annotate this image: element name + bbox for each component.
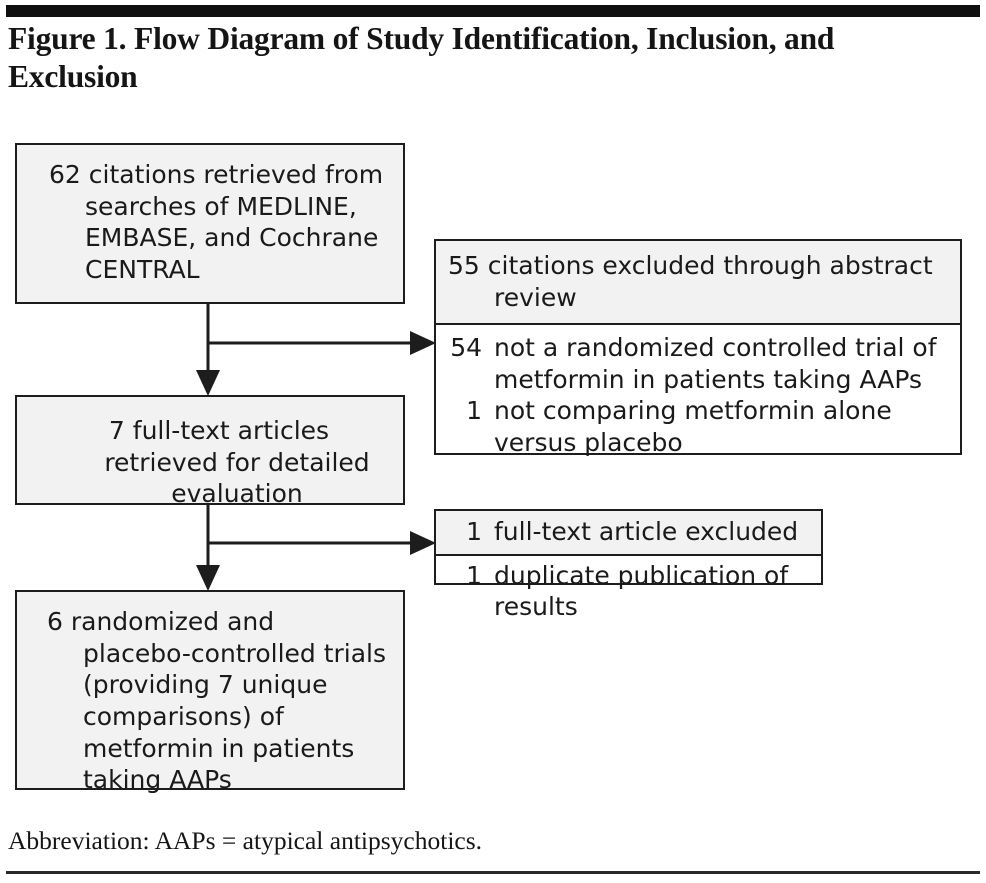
panel-abstract-exclusions-header: 55 citations excluded through abstract r… [436,241,960,325]
exclusion-item-reason: duplicate publication of results [494,560,789,622]
exclusion-item-count: 54 [450,333,482,362]
panel-fulltext-exclusions-header: 1 full-text article excluded [436,511,821,556]
top-rule [6,5,980,17]
panel-fulltext-exclusions-header-text: full-text article excluded [494,517,799,546]
exclusion-item-count: 1 [466,560,482,590]
panel-abstract-exclusions: 55 citations excluded through abstract r… [434,239,962,457]
panel-fulltext-exclusions-body: 1 duplicate publication of results [436,556,821,629]
panel-fulltext-exclusions: 1 full-text article excluded 1 duplicate… [434,509,823,621]
exclusion-item-count: 1 [466,396,482,425]
exclusion-item: 54 not a randomized controlled trial of … [448,332,950,395]
exclusion-item: 1 duplicate publication of results [448,560,811,623]
bottom-rule [6,871,980,874]
box-citations-retrieved: 62 citations retrieved from searches of … [15,143,405,304]
exclusion-item-reason: not comparing metformin alone versus pla… [494,396,892,457]
panel-fulltext-exclusions-header-count: 1 [466,517,482,546]
exclusion-item: 1 not comparing metformin alone versus p… [448,395,950,458]
panel-abstract-exclusions-header-text: 55 citations excluded through abstract r… [448,251,933,312]
box-included-trials: 6 randomized and placebo-controlled tria… [15,590,405,794]
exclusion-item-reason: not a randomized controlled trial of met… [494,333,937,394]
box-citations-retrieved-text: 62 citations retrieved from searches of … [49,160,384,284]
box-included-trials-text: 6 randomized and placebo-controlled tria… [47,607,387,795]
panel-abstract-exclusions-body: 54 not a randomized controlled trial of … [436,325,960,469]
figure-title: Figure 1. Flow Diagram of Study Identifi… [8,21,835,95]
box-fulltext-retrieved: 7 full-text articles retrieved for detai… [15,395,405,508]
figure-footnote: Abbreviation: AAPs = atypical antipsycho… [8,826,483,855]
box-fulltext-retrieved-text: 7 full-text articles retrieved for detai… [104,416,370,509]
